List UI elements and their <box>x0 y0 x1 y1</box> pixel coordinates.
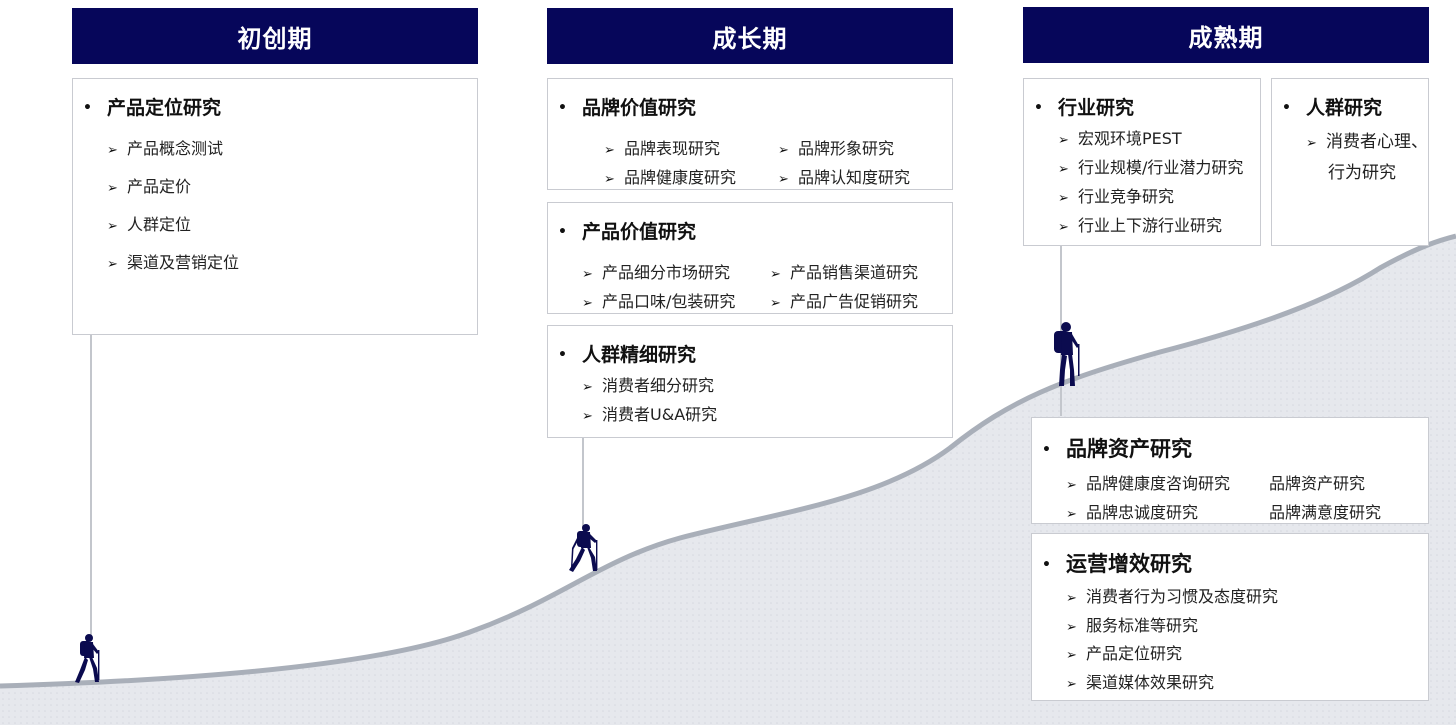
slope-edge <box>0 233 1456 689</box>
box-title: •行业研究 <box>1034 97 1135 119</box>
box-people-segmentation: •人群精细研究 ➢消费者细分研究 ➢消费者U&A研究 <box>547 325 953 438</box>
list-item: 品牌资产研究 <box>1269 474 1366 493</box>
list-item: ➢行业上下游行业研究 <box>1058 216 1223 235</box>
list-item: ➢行业竞争研究 <box>1058 187 1175 206</box>
box-brand-value: •品牌价值研究 ➢品牌表现研究 ➢品牌形象研究 ➢品牌健康度研究 ➢品牌认知度研… <box>547 78 953 190</box>
list-item: ➢产品定位研究 <box>1066 644 1183 663</box>
list-item: 品牌满意度研究 <box>1269 503 1382 522</box>
list-item: ➢品牌表现研究 <box>604 139 721 158</box>
box-title: •品牌价值研究 <box>558 97 697 119</box>
list-item: ➢消费者行为习惯及态度研究 <box>1066 587 1279 606</box>
list-item: ➢渠道及营销定位 <box>107 253 240 272</box>
list-item: ➢渠道媒体效果研究 <box>1066 673 1215 692</box>
box-industry-research: •行业研究 ➢宏观环境PEST ➢行业规模/行业潜力研究 ➢行业竞争研究 ➢行业… <box>1023 78 1261 246</box>
box-title: •产品价值研究 <box>558 221 697 243</box>
box-title: •品牌资产研究 <box>1042 437 1192 461</box>
list-item: ➢消费者U&A研究 <box>582 405 718 424</box>
list-item: ➢品牌形象研究 <box>778 139 895 158</box>
box-product-value: •产品价值研究 ➢产品细分市场研究 ➢产品销售渠道研究 ➢产品口味/包装研究 ➢… <box>547 202 953 314</box>
connector-line-early <box>90 335 92 635</box>
box-operations-efficiency: •运营增效研究 ➢消费者行为习惯及态度研究 ➢服务标准等研究 ➢产品定位研究 ➢… <box>1031 533 1429 701</box>
stage-header-growth: 成长期 <box>547 8 953 64</box>
list-item: ➢产品口味/包装研究 <box>582 292 736 311</box>
box-product-positioning: •产品定位研究 ➢产品概念测试 ➢产品定价 ➢人群定位 ➢渠道及营销定位 <box>72 78 478 335</box>
list-item: ➢人群定位 <box>107 215 192 234</box>
list-item: ➢品牌健康度研究 <box>604 168 737 187</box>
list-item: ➢行业规模/行业潜力研究 <box>1058 158 1244 177</box>
hiker-icon-growth <box>569 524 598 572</box>
list-item: ➢产品广告促销研究 <box>770 292 919 311</box>
list-item: ➢产品定价 <box>107 177 192 196</box>
connector-line-growth <box>582 438 584 528</box>
list-item: ➢品牌健康度咨询研究 <box>1066 474 1231 493</box>
box-title: •产品定位研究 <box>83 97 222 119</box>
list-item: ➢品牌认知度研究 <box>778 168 911 187</box>
box-title: •人群研究 <box>1282 97 1383 119</box>
box-people-research: •人群研究 ➢消费者心理、 行为研究 <box>1271 78 1429 246</box>
hiker-icon-early <box>75 634 100 683</box>
stage-header-early: 初创期 <box>72 8 478 64</box>
list-item: 行为研究 <box>1328 163 1396 183</box>
list-item: ➢品牌忠诚度研究 <box>1066 503 1199 522</box>
hiker-icon-mature <box>1054 322 1080 386</box>
list-item: ➢消费者心理、 <box>1306 132 1428 152</box>
box-title: •人群精细研究 <box>558 344 697 366</box>
list-item: ➢产品细分市场研究 <box>582 263 731 282</box>
list-item: ➢产品销售渠道研究 <box>770 263 919 282</box>
list-item: ➢宏观环境PEST <box>1058 129 1182 148</box>
list-item: ➢服务标准等研究 <box>1066 616 1199 635</box>
list-item: ➢消费者细分研究 <box>582 376 715 395</box>
box-title: •运营增效研究 <box>1042 552 1192 576</box>
box-brand-asset: •品牌资产研究 ➢品牌健康度咨询研究 品牌资产研究 ➢品牌忠诚度研究 品牌满意度… <box>1031 417 1429 524</box>
stage-header-mature: 成熟期 <box>1023 7 1429 63</box>
list-item: ➢产品概念测试 <box>107 139 224 158</box>
